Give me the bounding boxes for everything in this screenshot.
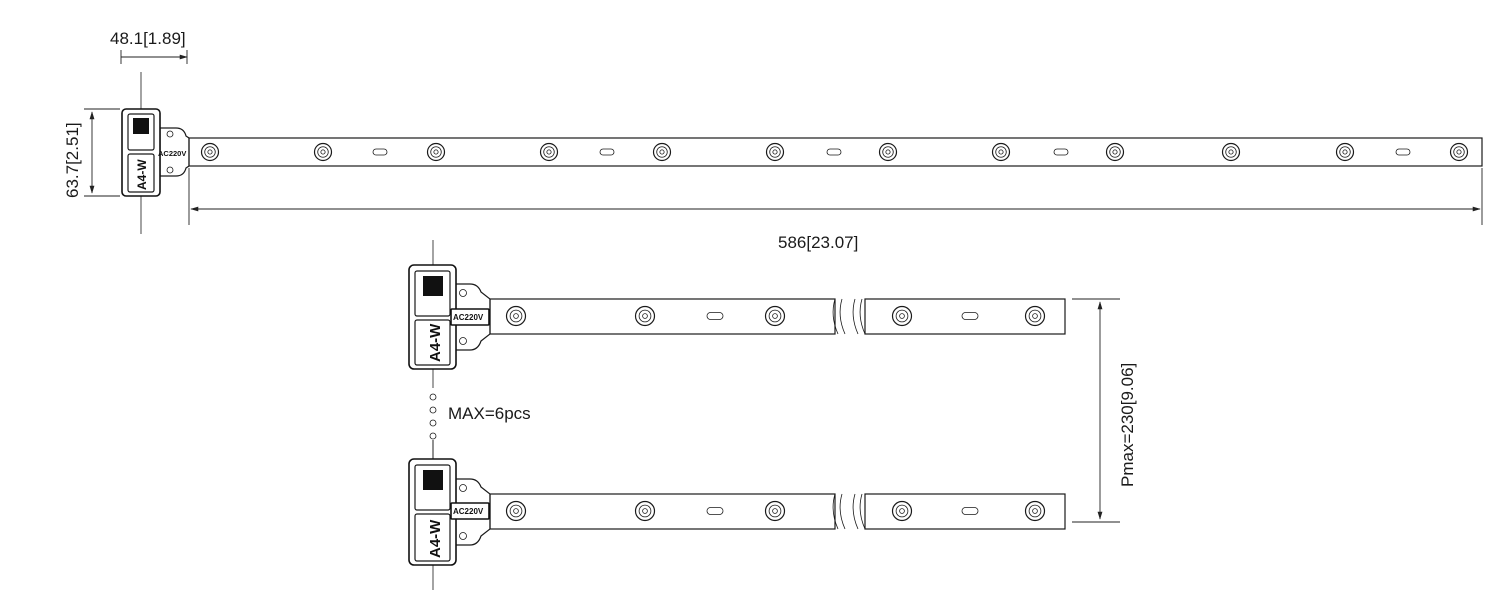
- led-lens-center: [772, 149, 778, 155]
- led-lens: [1105, 142, 1125, 162]
- length-dimension: 586[23.07]: [188, 168, 1483, 252]
- led-lens-inner: [1109, 146, 1121, 158]
- led-lens-inner: [995, 146, 1007, 158]
- led-lens-inner: [543, 146, 555, 158]
- led-lens-inner: [317, 146, 329, 158]
- led-lens: [1024, 500, 1046, 522]
- led-lens-center: [1342, 149, 1348, 155]
- led-lens: [1335, 142, 1355, 162]
- led-lens-center: [885, 149, 891, 155]
- led-lens: [991, 142, 1011, 162]
- led-lens: [891, 305, 913, 327]
- led-lens-inner: [430, 146, 442, 158]
- led-lens: [764, 305, 786, 327]
- led-lens: [1221, 142, 1241, 162]
- led-lens: [765, 142, 785, 162]
- led-lens-inner: [1339, 146, 1351, 158]
- strip-slot: [826, 148, 842, 156]
- led-lens: [200, 142, 220, 162]
- led-lens-center: [1112, 149, 1118, 155]
- led-lens-center: [998, 149, 1004, 155]
- led-lens: [505, 500, 527, 522]
- led-lens-center: [320, 149, 326, 155]
- led-lens-inner: [509, 504, 523, 518]
- led-lens-inner: [1225, 146, 1237, 158]
- strip-slot: [599, 148, 615, 156]
- led-lens: [313, 142, 333, 162]
- mounting-holes: [200, 142, 1469, 522]
- led-lens: [634, 305, 656, 327]
- led-lens: [426, 142, 446, 162]
- led-lens: [878, 142, 898, 162]
- width-dimension: 48.1[1.89]: [110, 29, 188, 64]
- led-lens-center: [899, 508, 905, 514]
- led-lens-center: [1456, 149, 1462, 155]
- led-lens-inner: [638, 309, 652, 323]
- led-lens-inner: [1028, 504, 1042, 518]
- led-lens-center: [1228, 149, 1234, 155]
- strip-slot: [706, 507, 724, 515]
- led-lens-center: [772, 313, 778, 319]
- led-lens-inner: [638, 504, 652, 518]
- led-lens-center: [513, 508, 519, 514]
- led-lens-inner: [895, 309, 909, 323]
- led-lens-inner: [768, 504, 782, 518]
- lower-chain-module: A4-W AC220V: [408, 440, 1066, 590]
- led-lens: [1024, 305, 1046, 327]
- max-count-label: MAX=6pcs: [448, 404, 531, 423]
- led-lens-inner: [768, 309, 782, 323]
- top-module: A4-W AC220V: [121, 72, 1483, 234]
- strip-slot: [706, 312, 724, 320]
- pitch-dimension-label: Pmax=230[9.06]: [1118, 363, 1137, 487]
- led-lens: [1449, 142, 1469, 162]
- length-dimension-label: 586[23.07]: [778, 233, 858, 252]
- led-lens: [505, 305, 527, 327]
- led-lens-center: [642, 508, 648, 514]
- strip-slot: [1053, 148, 1069, 156]
- led-lens-center: [433, 149, 439, 155]
- led-lens-inner: [656, 146, 668, 158]
- top-strip: [188, 137, 1483, 167]
- led-lens: [891, 500, 913, 522]
- led-lens: [634, 500, 656, 522]
- led-lens-inner: [204, 146, 216, 158]
- led-lens-inner: [769, 146, 781, 158]
- led-lens-inner: [509, 309, 523, 323]
- upper-voltage-label: AC220V: [453, 313, 484, 322]
- led-lens-center: [513, 313, 519, 319]
- led-lens-inner: [1028, 309, 1042, 323]
- led-lens-center: [659, 149, 665, 155]
- led-lens-center: [207, 149, 213, 155]
- height-dimension: 63.7[2.51]: [63, 108, 120, 198]
- strip-slot: [961, 312, 979, 320]
- chain-continuation: MAX=6pcs: [429, 393, 531, 460]
- top-model-label: A4-W: [135, 159, 149, 190]
- top-voltage-label: AC220V: [158, 149, 186, 158]
- lower-voltage-label: AC220V: [453, 507, 484, 516]
- led-lens-center: [546, 149, 552, 155]
- strip-slot: [1395, 148, 1411, 156]
- upper-model-label: A4-W: [427, 323, 444, 362]
- led-lens-center: [1032, 508, 1038, 514]
- led-lens-center: [772, 508, 778, 514]
- led-lens-inner: [895, 504, 909, 518]
- height-dimension-label: 63.7[2.51]: [63, 122, 82, 198]
- width-dimension-label: 48.1[1.89]: [110, 29, 186, 48]
- strip-slot: [372, 148, 388, 156]
- led-lens-center: [642, 313, 648, 319]
- strip-slot: [961, 507, 979, 515]
- led-lens-center: [899, 313, 905, 319]
- led-lens-center: [1032, 313, 1038, 319]
- led-lens-inner: [882, 146, 894, 158]
- upper-chain-module: A4-W AC220V: [408, 240, 1066, 388]
- pitch-dimension: Pmax=230[9.06]: [1072, 298, 1137, 523]
- led-lens-inner: [1453, 146, 1465, 158]
- led-lens: [539, 142, 559, 162]
- led-lens: [764, 500, 786, 522]
- led-lens: [652, 142, 672, 162]
- lower-model-label: A4-W: [427, 519, 444, 558]
